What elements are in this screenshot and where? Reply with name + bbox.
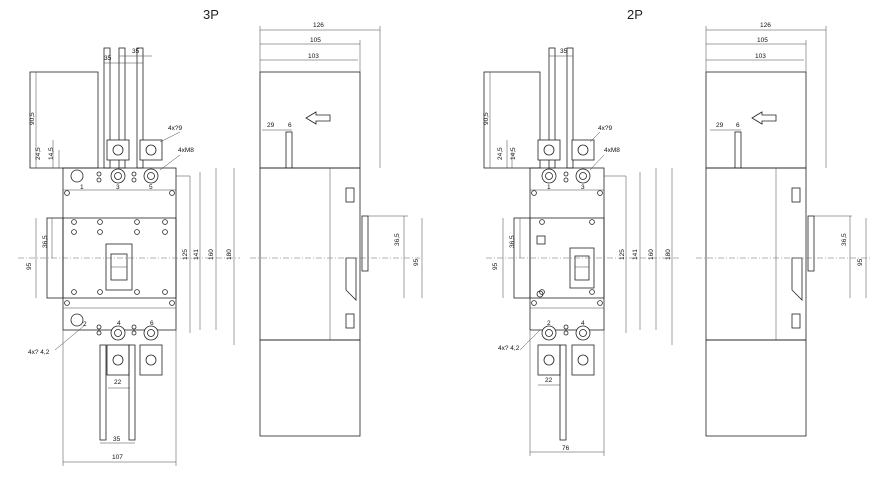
dim2-hole-4-2: 4x? 4,2 [498, 345, 520, 352]
side-view-3p: 126 105 103 29 6 36,5 95 [250, 22, 423, 437]
terminal-label-5: 5 [149, 184, 153, 191]
dim-35-b: 35 [132, 48, 140, 55]
dim2-hole-9: 4x?9 [598, 125, 612, 132]
terminal-bottom-3p [70, 313, 159, 341]
side-dim-6: 6 [288, 122, 292, 129]
dim-95: 95 [26, 262, 33, 270]
dim2-125: 125 [619, 249, 626, 260]
dim2-180: 180 [665, 249, 672, 260]
dim-screw-m8: 4xM8 [178, 147, 194, 154]
terminal2-label-1: 1 [547, 184, 551, 191]
title-3p: 3P [203, 7, 219, 22]
dim2-76: 76 [562, 445, 570, 452]
dim-hole-9: 4x?9 [168, 125, 182, 132]
front-view-2p: 35 90,5 24,5 14,5 4x?9 4xM8 36,5 95 125 … [483, 47, 680, 456]
dim-24-5: 24,5 [35, 147, 42, 160]
dim2-24-5: 24,5 [497, 147, 504, 160]
terminal-top-2p [541, 168, 591, 184]
dim2-screw-m8: 4xM8 [604, 147, 620, 154]
dim-141: 141 [193, 249, 200, 260]
terminal2-label-2: 2 [547, 320, 551, 327]
side2-dim-36-5: 36,5 [841, 233, 848, 246]
side-dim-126: 126 [313, 22, 324, 29]
front-view-3p: 35 35 90,5 24,5 14,5 4x?9 4xM8 36,5 95 1… [18, 47, 240, 466]
side-view-2p: 126 105 103 29 6 36,5 95 [696, 22, 870, 437]
side2-dim-103: 103 [755, 53, 766, 60]
dim-125: 125 [182, 249, 189, 260]
dim-hole-4-2: 4x? 4,2 [28, 349, 50, 356]
dim-90-5: 90,5 [29, 112, 36, 125]
side2-dim-105: 105 [757, 37, 768, 44]
dim2-36-5: 36,5 [509, 235, 516, 248]
terminal-label-3: 3 [116, 184, 120, 191]
side2-dim-29: 29 [716, 122, 724, 129]
dim2-160: 160 [648, 249, 655, 260]
dim2-22: 22 [545, 377, 553, 384]
dim2-14-5: 14,5 [510, 147, 517, 160]
side2-dim-6: 6 [736, 122, 740, 129]
dim-160: 160 [208, 249, 215, 260]
terminal-bottom-2p [541, 324, 591, 341]
dim-107: 107 [112, 454, 123, 461]
dim-35-a: 35 [104, 55, 112, 62]
terminal-label-1: 1 [80, 184, 84, 191]
side-dim-103: 103 [308, 53, 319, 60]
dim-35-c: 35 [113, 436, 121, 443]
terminal-label-4: 4 [117, 320, 121, 327]
terminal-top-3p [70, 168, 159, 184]
dim-36-5: 36,5 [42, 235, 49, 248]
terminal2-label-4: 4 [581, 320, 585, 327]
dim2-95: 95 [492, 262, 499, 270]
terminal-label-6: 6 [150, 320, 154, 327]
terminal-label-2: 2 [83, 321, 87, 328]
title-2p: 2P [627, 7, 643, 22]
dim-180: 180 [226, 249, 233, 260]
side-dim-95: 95 [413, 258, 420, 266]
dim-14-5: 14,5 [48, 147, 55, 160]
dim2-141: 141 [632, 249, 639, 260]
side2-dim-95: 95 [857, 258, 864, 266]
dim2-90-5: 90,5 [483, 112, 490, 125]
terminal2-label-3: 3 [581, 184, 585, 191]
dim2-35: 35 [560, 48, 568, 55]
side-dim-36-5: 36,5 [394, 233, 401, 246]
dim-22: 22 [114, 379, 122, 386]
side-dim-29: 29 [267, 122, 275, 129]
side2-dim-126: 126 [760, 22, 771, 29]
side-dim-105: 105 [310, 37, 321, 44]
